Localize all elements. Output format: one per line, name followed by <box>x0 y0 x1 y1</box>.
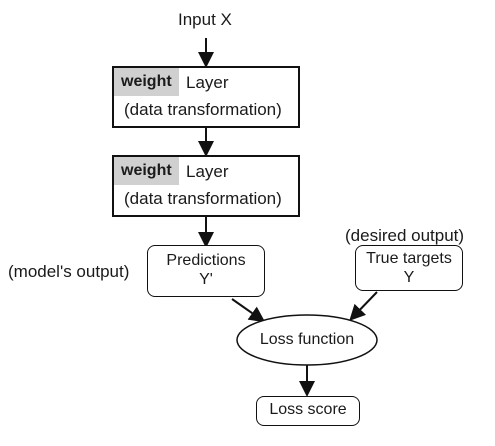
loss-score-box: Loss score <box>256 396 360 426</box>
layer-title: Layer <box>186 162 229 181</box>
targets-box: True targets Y <box>355 245 463 291</box>
predictions-symbol: Y' <box>199 271 213 288</box>
layer-2: weight Layer (data transformation) <box>112 155 300 217</box>
loss-function-label: Loss function <box>259 331 355 348</box>
layer-subtitle: (data transformation) <box>124 100 282 119</box>
arrow-predictions-to-loss <box>231 298 266 323</box>
loss-function-ellipse <box>236 314 378 366</box>
input-label: Input X <box>178 10 232 29</box>
arrow-targets-to-loss <box>349 291 378 321</box>
targets-symbol: Y <box>403 269 415 286</box>
predictions-box: Predictions Y' <box>147 245 265 297</box>
layer-subtitle: (data transformation) <box>124 189 282 208</box>
targets-annotation: (desired output) <box>345 226 465 245</box>
predictions-label: Predictions <box>166 252 246 269</box>
layer-title: Layer <box>186 73 229 92</box>
weight-tag: weight <box>114 157 179 185</box>
layer-1: weight Layer (data transformation) <box>112 66 300 128</box>
loss-score-label: Loss score <box>269 401 347 418</box>
weight-tag: weight <box>114 68 179 96</box>
targets-label: True targets <box>366 250 452 267</box>
predictions-annotation: (model's output) <box>8 262 130 281</box>
